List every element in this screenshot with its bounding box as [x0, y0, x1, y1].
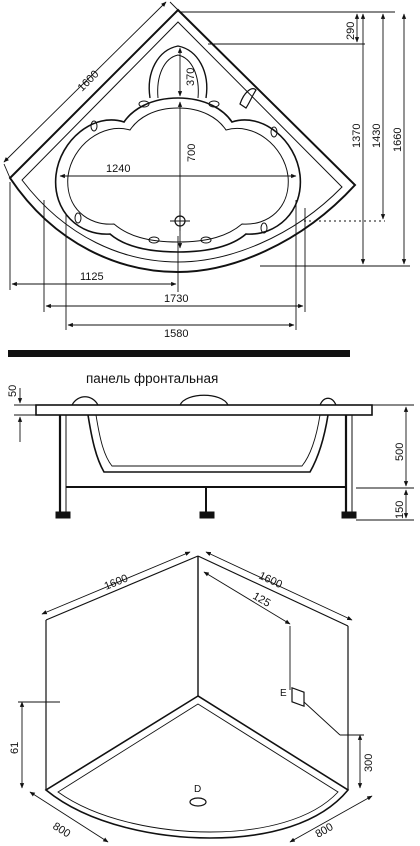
connector-e-icon: [291, 686, 305, 708]
dim-800-right: 800: [314, 821, 336, 841]
dim-1240: 1240: [106, 163, 130, 175]
dim-300: 300: [363, 754, 375, 772]
dim-1125: 1125: [80, 271, 104, 283]
jet: [90, 120, 98, 132]
installation-view: [18, 551, 373, 843]
dim-1430: 1430: [371, 124, 383, 148]
install-dimension-lines: [18, 551, 373, 843]
separator-bar: [8, 350, 350, 357]
tub-rim: [35, 404, 373, 416]
front-view: панель фронтальная: [14, 371, 414, 521]
dim-290: 290: [345, 22, 357, 40]
plan-dimension-lines: [3, 1, 410, 330]
tub-outer-rim: [8, 8, 357, 274]
jet: [148, 236, 160, 244]
tub-body: [87, 414, 329, 473]
tub-top-outline: [44, 695, 350, 839]
front-dimension-lines: [14, 388, 414, 521]
plan-view: [3, 1, 410, 330]
label-e: E: [280, 688, 287, 699]
jet: [200, 236, 212, 244]
front-panel-title: панель фронтальная: [86, 371, 218, 386]
plan-dimension-labels: 1600 290 370 1370 1430 1660 700 1240 112…: [76, 22, 404, 340]
dim-500: 500: [394, 443, 406, 461]
drain-d-icon: [189, 797, 207, 807]
dim-150: 150: [394, 501, 406, 519]
dim-800-left: 800: [50, 820, 72, 840]
dim-125: 125: [251, 590, 273, 610]
dim-1580: 1580: [164, 328, 188, 340]
dim-700: 700: [186, 144, 198, 162]
tub-basin: [54, 97, 302, 253]
dim-1370: 1370: [351, 124, 363, 148]
dim-1660: 1660: [392, 128, 404, 152]
jet: [208, 100, 220, 108]
jet: [74, 212, 82, 224]
control-panel-icon: [239, 88, 257, 109]
jet: [270, 126, 278, 138]
label-d: D: [194, 784, 201, 795]
dim-1600-right: 1600: [257, 570, 284, 591]
dim-370: 370: [185, 68, 197, 86]
dim-1730: 1730: [164, 293, 188, 305]
jet: [260, 222, 268, 234]
tub-basin-inner: [67, 107, 289, 243]
front-dimension-labels: 50 500 150: [7, 385, 406, 519]
dim-61: 61: [9, 742, 21, 754]
dim-1600-left: 1600: [103, 572, 130, 592]
dim-50: 50: [7, 385, 19, 397]
